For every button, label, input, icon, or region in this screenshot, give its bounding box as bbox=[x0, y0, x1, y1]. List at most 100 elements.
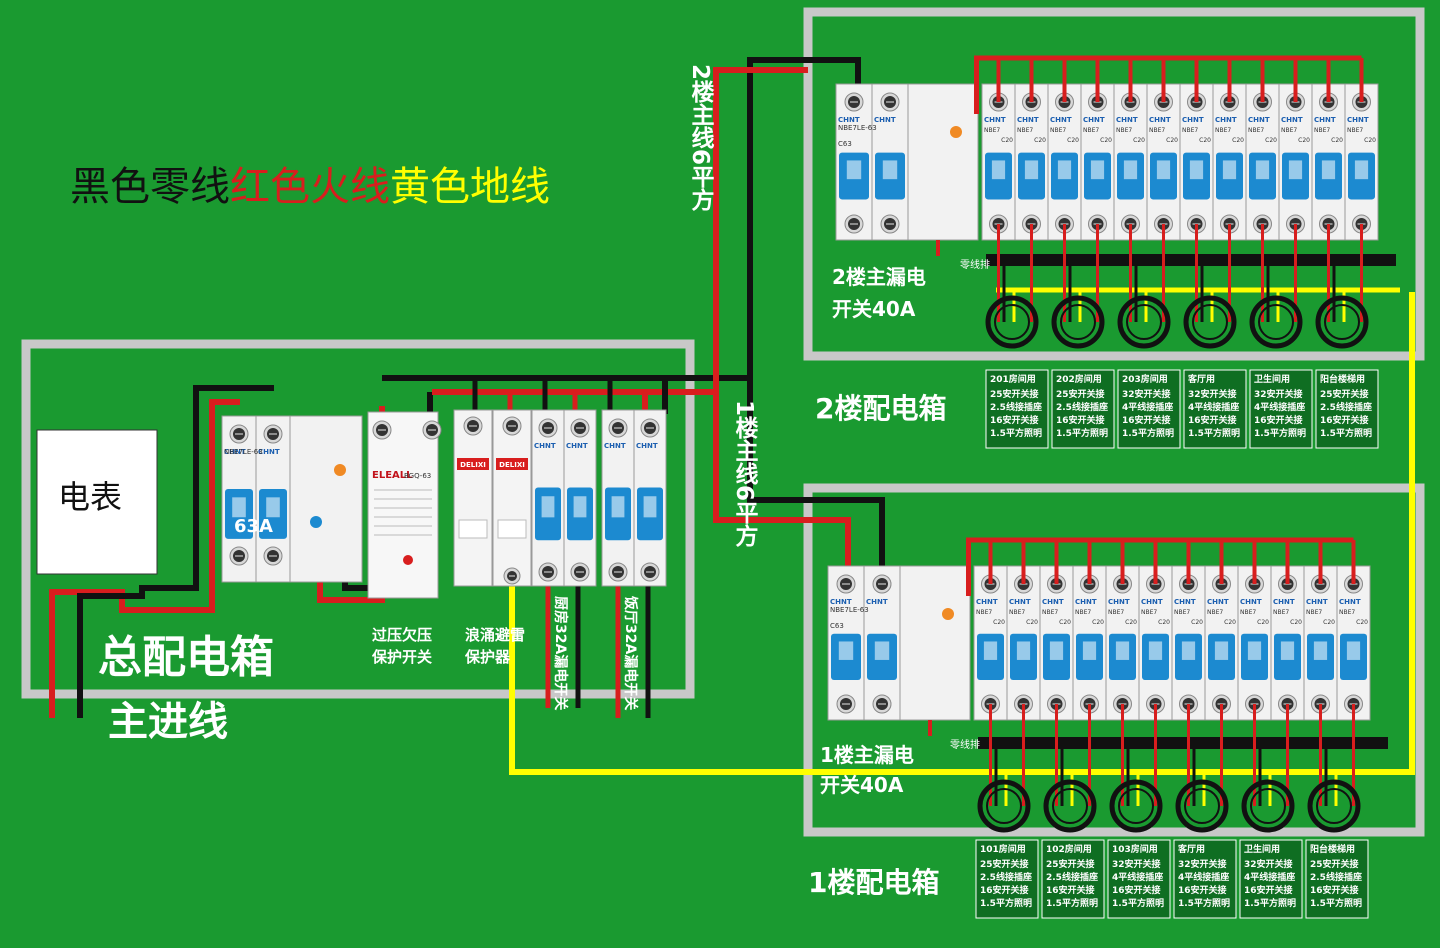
cable-coil-1 bbox=[985, 295, 1039, 349]
branch-rating: C20 bbox=[1158, 619, 1170, 626]
branch-model: NBE7 bbox=[1149, 127, 1165, 134]
branch-rating: C20 bbox=[1100, 137, 1112, 144]
branch-model: NBE7 bbox=[976, 609, 992, 616]
branch-model: NBE7 bbox=[1215, 127, 1231, 134]
cable-coil-inner-4 bbox=[1192, 304, 1228, 340]
cable-coil-4 bbox=[1175, 779, 1229, 833]
circuit-line: 16安开关接 bbox=[1244, 884, 1293, 896]
branch-rating: C20 bbox=[1059, 619, 1071, 626]
branch-model: NBE7 bbox=[1248, 127, 1264, 134]
circuit-line: 1.5平方照明 bbox=[1310, 897, 1362, 909]
branch-model: NBE7 bbox=[1083, 127, 1099, 134]
cable-coil-inner-5 bbox=[1250, 788, 1286, 824]
circuit-line: 4平线接插座 bbox=[1112, 871, 1163, 883]
cable-coil-5 bbox=[1249, 295, 1303, 349]
cable-coil-3 bbox=[1109, 779, 1163, 833]
cable-coil-inner-1 bbox=[994, 304, 1030, 340]
toggle-highlight bbox=[1214, 641, 1229, 660]
legend-yellow: 黄色地线 bbox=[390, 164, 550, 210]
floor1-title: 1楼配电箱 bbox=[808, 866, 939, 899]
cable-coil-inner-2 bbox=[1060, 304, 1096, 340]
circuit-line: 32安开关接 bbox=[1254, 388, 1303, 400]
cable-coil-inner-6 bbox=[1316, 788, 1352, 824]
toggle-highlight bbox=[1181, 641, 1196, 660]
floor1-live-feeder bbox=[713, 392, 851, 575]
circuit-line: 4平线接插座 bbox=[1254, 401, 1305, 413]
floor1-rcd-label-2: 开关40A bbox=[820, 773, 904, 797]
breaker-brand: CHNT bbox=[1075, 598, 1097, 606]
branch-rating: C20 bbox=[1067, 137, 1079, 144]
circuit-name: 102房间用 bbox=[1046, 843, 1092, 855]
living-pole-2: CHNT bbox=[633, 409, 667, 587]
circuit-line: 16安开关接 bbox=[1320, 414, 1369, 426]
rcd-rating: C63 bbox=[830, 622, 844, 630]
breaker-brand: CHNT bbox=[1182, 116, 1204, 124]
toggle-highlight bbox=[266, 497, 280, 518]
cable-coil-6 bbox=[1315, 295, 1369, 349]
branch-rating: C20 bbox=[1166, 137, 1178, 144]
branch-model: NBE7 bbox=[1116, 127, 1132, 134]
living-breaker-label: 饭厅32A漏电开关 bbox=[622, 595, 639, 710]
toggle-highlight bbox=[1280, 641, 1295, 660]
breaker-brand: CHNT bbox=[1207, 598, 1229, 606]
circuit-name: 卫生间用 bbox=[1244, 843, 1280, 855]
floor2-box-frame bbox=[803, 7, 1425, 361]
branch-model: NBE7 bbox=[1182, 127, 1198, 134]
branch-rating: C20 bbox=[1034, 137, 1046, 144]
breaker-brand: CHNT bbox=[838, 116, 860, 124]
branch-model: NBE7 bbox=[1017, 127, 1033, 134]
circuit-line: 1.5平方照明 bbox=[1056, 427, 1108, 439]
branch-model: NBE7 bbox=[984, 127, 1000, 134]
main-inlet-label: 主进线 bbox=[108, 699, 228, 745]
circuit-line: 25安开关接 bbox=[980, 858, 1029, 870]
breaker-brand: CHNT bbox=[566, 442, 588, 450]
rcd-pole-2: CHNT bbox=[863, 565, 901, 721]
ovp-model: BGQ-63 bbox=[404, 472, 431, 480]
circuit-line: 1.5平方照明 bbox=[1178, 897, 1230, 909]
kitchen-breaker-label: 厨房32A漏电开关 bbox=[552, 596, 569, 710]
floor1-rcd-label-1: 1楼主漏电 bbox=[820, 743, 914, 767]
main-rcd-pole-1: CHNT bbox=[221, 415, 257, 583]
toggle-highlight bbox=[611, 496, 625, 518]
branch-rating: C20 bbox=[1290, 619, 1302, 626]
cable-coil-inner-3 bbox=[1126, 304, 1162, 340]
cable-coil-1 bbox=[977, 779, 1031, 833]
breaker-brand: CHNT bbox=[1174, 598, 1196, 606]
rcd-pole-1: CHNT bbox=[835, 83, 873, 241]
branch-rating: C20 bbox=[1257, 619, 1269, 626]
breaker-brand: CHNT bbox=[1149, 116, 1171, 124]
rcd-model: NBE7LE-63 bbox=[830, 606, 869, 614]
branch-model: NBE7 bbox=[1009, 609, 1025, 616]
kitchen-pole-2: CHNT bbox=[563, 409, 597, 587]
branch-model: NBE7 bbox=[1174, 609, 1190, 616]
circuit-card-frame bbox=[975, 839, 1039, 919]
floor1-box-frame bbox=[803, 483, 1425, 837]
cable-coil-inner-3 bbox=[1118, 788, 1154, 824]
main-box-frame bbox=[21, 339, 695, 699]
circuit-line: 16安开关接 bbox=[1112, 884, 1161, 896]
circuit-line: 1.5平方照明 bbox=[990, 427, 1042, 439]
neutral-bar bbox=[978, 737, 1388, 749]
breaker-brand: CHNT bbox=[1248, 116, 1270, 124]
breaker-brand: CHNT bbox=[1017, 116, 1039, 124]
kitchen-pole-1: CHNT bbox=[531, 409, 565, 587]
rcd-leakage-unit bbox=[899, 565, 971, 721]
ovp-led bbox=[403, 555, 413, 565]
breaker-brand: CHNT bbox=[534, 442, 556, 450]
circuit-line: 4平线接插座 bbox=[1122, 401, 1173, 413]
legend-red: 红色火线 bbox=[230, 164, 390, 210]
branch-rating: C20 bbox=[1199, 137, 1211, 144]
breaker-brand: CHNT bbox=[224, 448, 246, 456]
